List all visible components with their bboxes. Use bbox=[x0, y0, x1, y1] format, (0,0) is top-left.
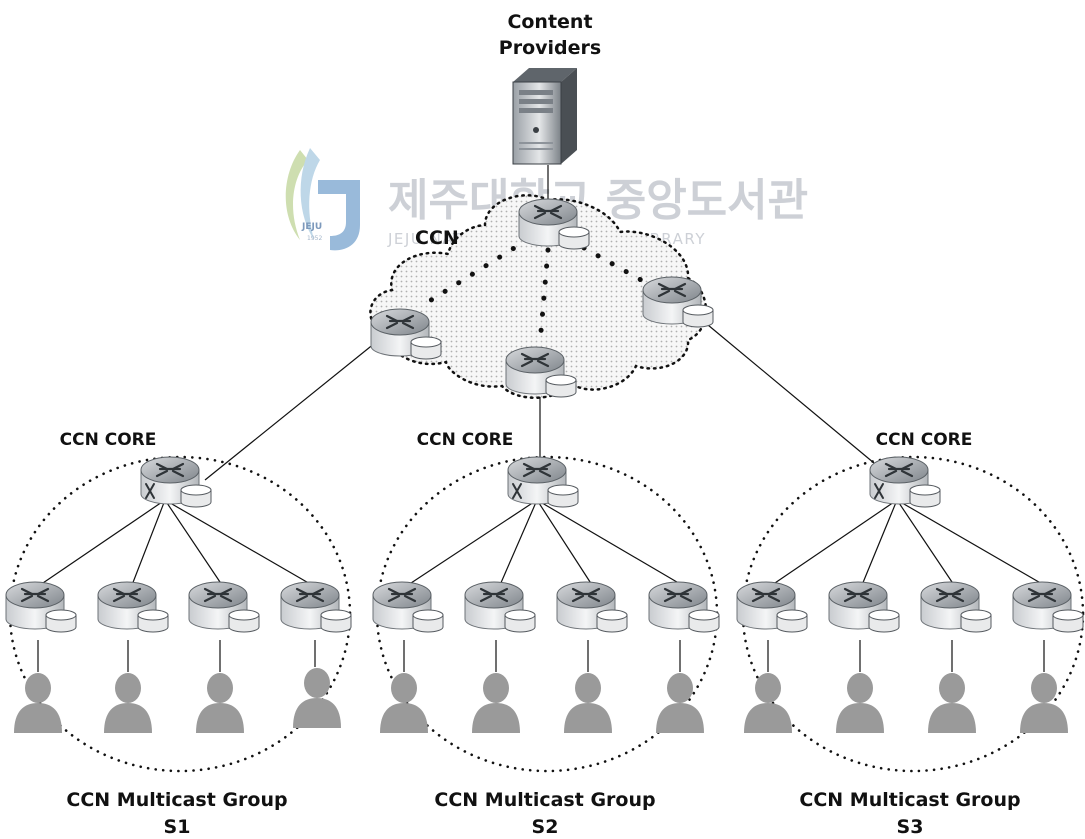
user-icon bbox=[14, 673, 62, 733]
user-icon bbox=[564, 673, 612, 733]
router-icon bbox=[464, 581, 536, 633]
router-icon bbox=[370, 308, 442, 360]
user-icon bbox=[196, 673, 244, 733]
group-label-s1: CCN Multicast Group bbox=[66, 789, 287, 811]
router-icon bbox=[648, 581, 720, 633]
content-store-icon bbox=[596, 609, 628, 633]
content-store-icon bbox=[504, 609, 536, 633]
logo-year: 1952 bbox=[307, 235, 322, 242]
content-store-icon bbox=[868, 609, 900, 633]
user-icon bbox=[928, 673, 976, 733]
content-providers-label-line2: Providers bbox=[499, 37, 601, 59]
links bbox=[37, 165, 1045, 672]
cloud-label: CCN bbox=[415, 227, 459, 249]
content-store-icon bbox=[558, 226, 590, 250]
users bbox=[14, 668, 1068, 733]
router-icon bbox=[5, 581, 77, 633]
router-icon bbox=[518, 198, 590, 250]
content-store-icon bbox=[688, 609, 720, 633]
content-store-icon bbox=[909, 484, 941, 508]
group-name-s2: S2 bbox=[532, 816, 559, 838]
user-icon bbox=[656, 673, 704, 733]
router-icon bbox=[97, 581, 169, 633]
router-icon bbox=[280, 581, 352, 633]
user-icon bbox=[472, 673, 520, 733]
group-label-s2: CCN Multicast Group bbox=[434, 789, 655, 811]
router-icon bbox=[920, 581, 992, 633]
router-icon bbox=[372, 581, 444, 633]
router-icon bbox=[507, 456, 579, 508]
labels: Content Providers CCN CCN CORE CCN CORE … bbox=[60, 11, 1021, 838]
routers bbox=[5, 198, 1084, 633]
content-store-icon bbox=[410, 336, 442, 360]
ccn-cloud bbox=[369, 194, 708, 399]
content-store-icon bbox=[320, 609, 352, 633]
content-store-icon bbox=[545, 374, 577, 398]
core-label-s3: CCN CORE bbox=[876, 430, 973, 450]
router-icon bbox=[188, 581, 260, 633]
content-providers-label-line1: Content bbox=[507, 11, 592, 33]
logo-text: JEJU bbox=[301, 222, 322, 232]
content-store-icon bbox=[682, 304, 714, 328]
router-icon bbox=[736, 581, 808, 633]
content-store-icon bbox=[228, 609, 260, 633]
university-logo: JEJU 1952 bbox=[285, 148, 360, 251]
group-label-s3: CCN Multicast Group bbox=[799, 789, 1020, 811]
user-icon bbox=[744, 673, 792, 733]
core-label-s2: CCN CORE bbox=[417, 430, 514, 450]
router-icon bbox=[869, 456, 941, 508]
router-icon bbox=[642, 276, 714, 328]
content-store-icon bbox=[960, 609, 992, 633]
user-icon bbox=[1020, 673, 1068, 733]
router-icon bbox=[556, 581, 628, 633]
content-store-icon bbox=[412, 609, 444, 633]
user-icon bbox=[836, 673, 884, 733]
group-name-s1: S1 bbox=[164, 816, 191, 838]
core-label-s1: CCN CORE bbox=[60, 430, 157, 450]
content-store-icon bbox=[547, 484, 579, 508]
content-store-icon bbox=[137, 609, 169, 633]
router-icon bbox=[828, 581, 900, 633]
user-icon bbox=[380, 673, 428, 733]
content-store-icon bbox=[180, 484, 212, 508]
server-icon bbox=[512, 68, 577, 165]
content-store-icon bbox=[45, 609, 77, 633]
router-icon bbox=[505, 346, 577, 398]
content-store-icon bbox=[1052, 609, 1084, 633]
router-icon bbox=[140, 456, 212, 508]
user-icon bbox=[293, 668, 341, 728]
group-name-s3: S3 bbox=[897, 816, 924, 838]
content-store-icon bbox=[776, 609, 808, 633]
user-icon bbox=[104, 673, 152, 733]
router-icon bbox=[1012, 581, 1084, 633]
